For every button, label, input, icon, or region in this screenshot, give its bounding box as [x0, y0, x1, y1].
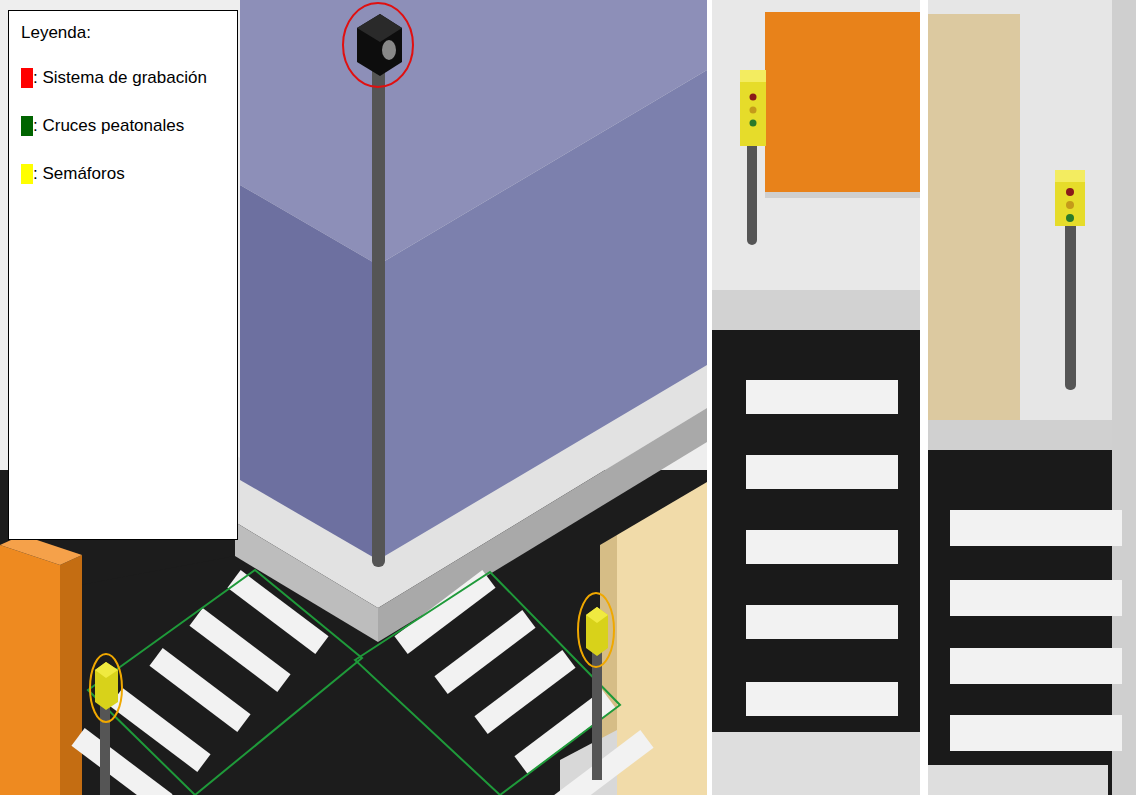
legend-title: Leyenda:: [21, 23, 229, 43]
legend-swatch: [21, 164, 33, 184]
legend-text: : Sistema de grabación: [33, 67, 207, 89]
legend-text: : Cruces peatonales: [33, 115, 184, 137]
legend-row: : Sistema de grabación: [21, 67, 229, 89]
legend-row: : Cruces peatonales: [21, 115, 229, 137]
legend-swatch: [21, 116, 33, 136]
legend-row: : Semáforos: [21, 163, 229, 185]
legend-swatch: [21, 68, 33, 88]
legend-box: Leyenda:: Sistema de grabación: Cruces p…: [8, 10, 238, 540]
legend-text: : Semáforos: [33, 163, 125, 185]
